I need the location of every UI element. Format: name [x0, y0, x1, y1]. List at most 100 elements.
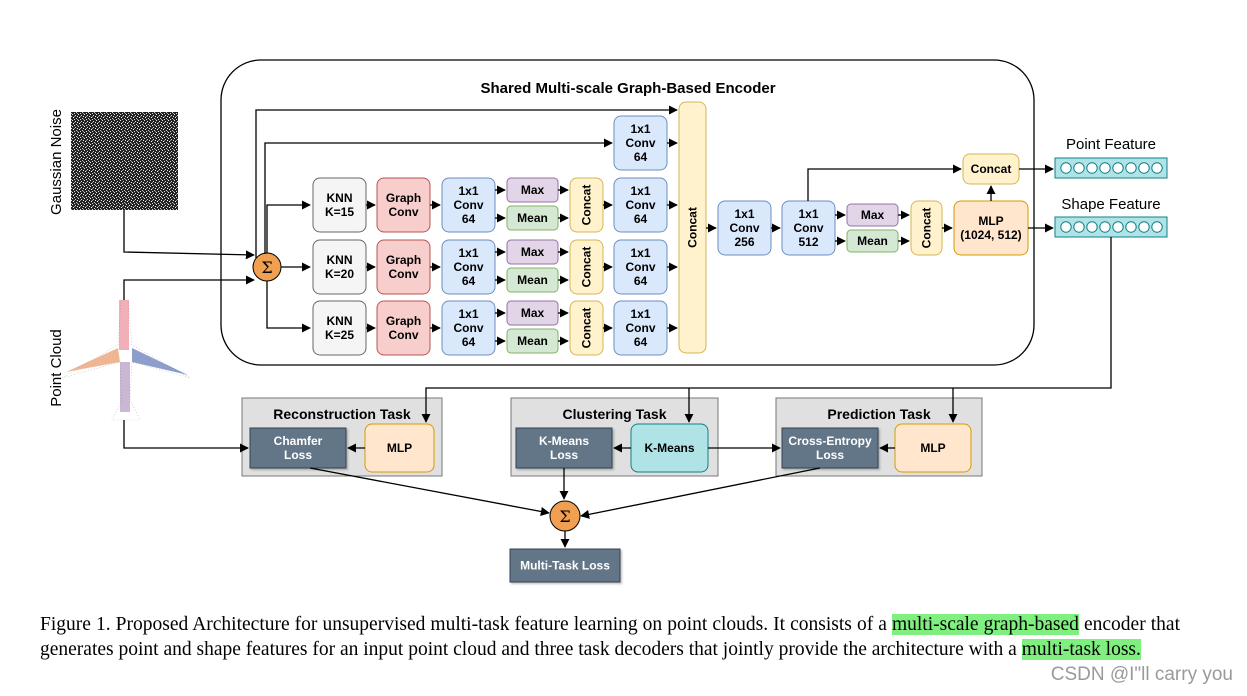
multitask-loss-box: Multi-Task Loss — [509, 548, 621, 583]
airplane-point-cloud — [61, 299, 191, 421]
max-box-3: Max — [506, 300, 559, 326]
shape-feature-vector — [1054, 216, 1168, 238]
svg-text:Σ: Σ — [559, 507, 570, 526]
max-box-2: Max — [506, 239, 559, 265]
svg-text:Max: Max — [521, 306, 545, 320]
concat-box-2: Concat — [569, 239, 604, 295]
arrow-conv512-pointconcat — [807, 164, 962, 201]
svg-text:Concat: Concat — [971, 162, 1012, 176]
shape-feature-label: Shape Feature — [1061, 196, 1160, 213]
caption-highlight-1: multi-scale graph-based — [891, 614, 1079, 635]
mean-box-3: Mean — [506, 328, 559, 354]
watermark: CSDN @I"ll carry you — [1050, 664, 1233, 685]
concat-box-3: Concat — [569, 300, 604, 356]
svg-text:Multi-Task Loss: Multi-Task Loss — [520, 559, 610, 573]
svg-text:Max: Max — [521, 245, 545, 259]
max-box-enc: Max — [846, 203, 899, 227]
svg-text:MLP: MLP — [920, 441, 945, 455]
arrow-skip-concat — [255, 105, 678, 258]
arrow-chamfer-sum — [309, 467, 550, 516]
concat-point-box: Concat — [962, 153, 1020, 185]
caption-text-1: Figure 1. Proposed Architecture for unsu… — [40, 614, 892, 635]
arrow-cloud-sigma — [123, 275, 255, 300]
arrow-sigma-branch3 — [266, 281, 311, 333]
mlp-pred-box: MLP — [894, 423, 972, 473]
svg-text:Concat: Concat — [580, 247, 594, 288]
concat-box-1: Concat — [569, 177, 604, 233]
svg-text:Mean: Mean — [517, 273, 548, 287]
arrow-cloud-chamfer — [123, 420, 249, 453]
svg-text:Concat: Concat — [580, 185, 594, 226]
arrow-crossentropy-sum — [580, 467, 821, 519]
svg-text:Concat: Concat — [580, 308, 594, 349]
max-box-1: Max — [506, 177, 559, 203]
svg-text:Max: Max — [861, 208, 885, 222]
arrow-skip-conv64top — [264, 138, 613, 254]
caption-text-2: encoder that generates point and shape f… — [40, 614, 1180, 660]
caption-highlight-2: multi-task loss. — [1021, 639, 1141, 660]
svg-text:Mean: Mean — [517, 211, 548, 225]
svg-text:Concat: Concat — [686, 207, 700, 248]
svg-text:Clustering Task: Clustering Task — [563, 406, 667, 422]
mlp-encoder-box: MLP(1024, 512) — [953, 200, 1029, 256]
gaussian-noise-label: Gaussian Noise — [48, 109, 65, 215]
sum-node-encoder: Σ — [252, 252, 282, 282]
mlp-recon-box: MLP — [364, 423, 435, 473]
arrow-noise-sigma — [123, 210, 255, 260]
svg-text:Reconstruction Task: Reconstruction Task — [273, 406, 411, 422]
mean-box-enc: Mean — [846, 229, 899, 253]
concat-box-enc: Concat — [910, 200, 943, 256]
svg-text:MLP(1024, 512): MLP(1024, 512) — [960, 214, 1021, 242]
kmeans-box: K-Means — [630, 423, 709, 473]
diagram-arrows — [123, 105, 1112, 548]
svg-text:Mean: Mean — [857, 234, 888, 248]
svg-text:Mean: Mean — [517, 334, 548, 348]
concat-main-box: Concat — [678, 101, 707, 354]
svg-text:Σ: Σ — [261, 258, 272, 277]
svg-text:K-Means: K-Means — [644, 441, 694, 455]
svg-text:Max: Max — [521, 183, 545, 197]
encoder-title: Shared Multi-scale Graph-Based Encoder — [480, 80, 775, 97]
gaussian-noise-image — [71, 112, 178, 210]
arrow-shape-down — [421, 237, 1112, 423]
arrow-sigma-branch1 — [266, 200, 311, 253]
figure-caption: Figure 1. Proposed Architecture for unsu… — [40, 612, 1180, 662]
svg-text:MLP: MLP — [387, 441, 412, 455]
point-feature-vector — [1054, 157, 1168, 179]
